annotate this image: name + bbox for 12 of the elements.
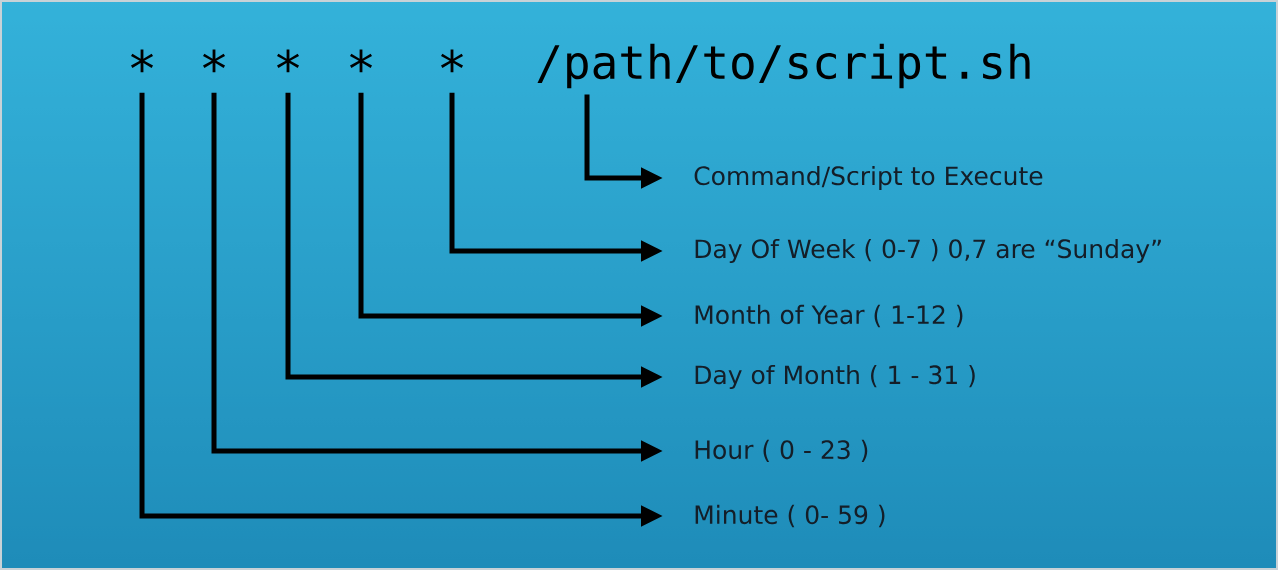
- field-description: Month of Year ( 1-12 ): [695, 304, 963, 328]
- field-description: Minute ( 0- 59 ): [695, 504, 885, 528]
- asterisk-field: *: [131, 49, 153, 73]
- asterisk-field: *: [203, 49, 225, 73]
- command-path: /path/to/script.sh: [537, 43, 1030, 89]
- field-description: Command/Script to Execute: [694, 165, 1043, 191]
- field-description: Hour ( 0 - 23 ): [695, 439, 868, 463]
- asterisk-field: *: [350, 49, 372, 73]
- asterisk-field: *: [441, 49, 463, 73]
- asterisk-field: *: [277, 49, 299, 73]
- field-description: Day Of Week ( 0-7 ) 0,7 are “Sunday”: [695, 238, 1161, 264]
- field-description: Day of Month ( 1 - 31 ): [695, 364, 975, 390]
